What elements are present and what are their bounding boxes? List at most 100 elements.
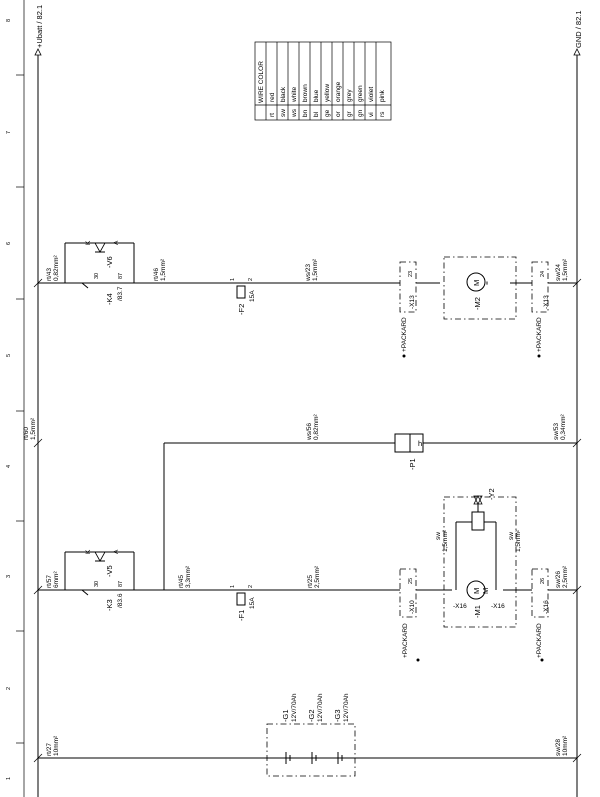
- f2-rating: 15A: [249, 290, 256, 302]
- wire-size: 1,5mm²: [442, 529, 449, 552]
- wire-label: rt/60: [23, 427, 30, 440]
- f2-pin2: 2: [248, 278, 254, 281]
- wire-size: 1,5mm²: [562, 258, 569, 281]
- table-title: WIRE COLOR: [258, 61, 265, 103]
- f1-pin1: 1: [230, 585, 236, 588]
- wire-color-code: bn: [302, 109, 309, 117]
- diode-k-pin: K: [85, 240, 92, 245]
- wire-label: sw: [508, 532, 515, 540]
- k3-pin30: 30: [94, 581, 100, 587]
- f2-pin1: 1: [230, 278, 236, 281]
- g1-rating: 12V/70Ah: [291, 693, 298, 722]
- motor-symbol: M: [481, 588, 490, 594]
- wire-size: 10mm²: [53, 735, 60, 756]
- wire-size: 6mm²: [53, 571, 60, 588]
- circuit-m2: K A -V6 30 87 -K4 /83.7 rt/43 0,82mm² rt…: [38, 240, 577, 358]
- f1-label: -F1: [237, 610, 246, 621]
- wire-color-name: grey: [346, 89, 353, 102]
- wire-size: 1,5mm²: [515, 529, 522, 552]
- wire-color-code: rs: [379, 111, 386, 117]
- k4-pin87: 87: [118, 273, 124, 279]
- wire-size: 3,3mm²: [185, 565, 192, 588]
- sheet-ruler: 8 7 6 5 4 3 2 1: [6, 0, 25, 797]
- motor-symbol: M: [472, 588, 481, 594]
- wire-color-code: or: [335, 110, 342, 117]
- wire-color-name: pink: [379, 89, 386, 102]
- pin-26: 26: [540, 578, 546, 584]
- circuit-batteries: -G1 12V/70Ah -G2 12V/70Ah -G3 12V/70Ah r…: [38, 693, 577, 777]
- wire-size: 0,82mm²: [313, 414, 320, 440]
- pin-25: 25: [408, 578, 414, 584]
- wire-label: sw/24: [555, 264, 562, 281]
- g2-rating: 12V/70Ah: [317, 693, 324, 722]
- wire-color-name: violet: [368, 87, 375, 102]
- gnd-rail-label: GND / 82.1: [574, 10, 583, 48]
- rail-ticks: [33, 278, 582, 763]
- k4-ref: /83.7: [117, 286, 124, 301]
- wire-label: rt/45: [178, 575, 185, 588]
- wire-label: rt/25: [307, 575, 314, 588]
- wire-size: 1,5mm²: [30, 417, 37, 440]
- wire-color-name: black: [280, 86, 287, 102]
- wire-color-name: white: [291, 86, 298, 103]
- wire-color-name: blue: [313, 89, 320, 102]
- wire-label: sw/53: [553, 423, 560, 440]
- pin-23: 23: [408, 271, 414, 277]
- wire-color-code: gr: [346, 110, 353, 117]
- pin-24: 24: [540, 271, 546, 277]
- g2-label: -G2: [307, 709, 316, 722]
- m2-label: -M2: [473, 297, 482, 310]
- f1-rating: 15A: [249, 597, 256, 609]
- wire-label: rt/27: [46, 743, 53, 756]
- wire-size: 2,5mm²: [314, 565, 321, 588]
- ruler-label: 8: [6, 19, 12, 22]
- wire-color-table: WIRE COLOR rtredswblackwswhitebnbrownblb…: [254, 41, 392, 121]
- x13-label: -X13: [543, 295, 550, 309]
- packard-label: +PACKARD: [402, 623, 409, 658]
- wire-size: 10mm²: [562, 735, 569, 756]
- wire-size: 0,82mm²: [53, 255, 60, 281]
- k3-label: -K3: [105, 599, 114, 611]
- wire-color-code: sw: [280, 109, 287, 117]
- g1-label: -G1: [281, 709, 290, 722]
- wire-size: 2,5mm²: [562, 565, 569, 588]
- power-rails: +Ubatt / 82.1 GND / 82.1: [34, 5, 583, 797]
- k3-ref: /83.6: [117, 593, 124, 608]
- circuit-m1: K A -V5 30 87 -K3 /83.6 rt/57 6mm² rt/45…: [38, 488, 577, 662]
- packard-label: +PACKARD: [536, 623, 543, 658]
- wire-color-name: green: [357, 85, 364, 102]
- wire-size: 0,34mm²: [560, 414, 567, 440]
- ruler-label: 2: [6, 687, 12, 690]
- f2-label: -F2: [237, 304, 246, 315]
- wire-label: ws/56: [306, 423, 313, 441]
- packard-label: +PACKARD: [401, 317, 408, 352]
- wire-label: sw/28: [555, 739, 562, 756]
- wire-size: 1,5mm²: [160, 258, 167, 281]
- k4-pin30: 30: [94, 273, 100, 279]
- ruler-label: 5: [6, 354, 12, 357]
- ruler-label: 6: [6, 242, 12, 245]
- m1-label: -M1: [473, 605, 482, 618]
- wire-color-code: bl: [313, 111, 320, 117]
- k3-pin87: 87: [118, 581, 124, 587]
- wire-color-name: yellow: [324, 84, 331, 102]
- ruler-label: 4: [6, 465, 12, 468]
- g3-label: -G3: [333, 709, 342, 722]
- k4-label: -K4: [105, 293, 114, 305]
- wire-label: sw/26: [555, 571, 562, 588]
- ubatt-rail-label: +Ubatt / 82.1: [35, 5, 44, 48]
- wire-label: rt/46: [153, 268, 160, 281]
- wire-size: 1,5mm²: [312, 258, 319, 281]
- wire-label: rt/57: [46, 575, 53, 588]
- wire-color-name: red: [269, 92, 276, 102]
- diode-k-pin: K: [85, 549, 92, 554]
- wire-label: rt/43: [46, 268, 53, 281]
- x16-label: -X16: [491, 603, 505, 610]
- g3-rating: 12V/70Ah: [343, 693, 350, 722]
- x13-label: -X13: [409, 295, 416, 309]
- wire-color-code: ge: [324, 109, 331, 117]
- v5-label: -V5: [105, 565, 114, 577]
- wire-color-name: orange: [335, 81, 342, 102]
- wire-color-code: vi: [368, 112, 375, 117]
